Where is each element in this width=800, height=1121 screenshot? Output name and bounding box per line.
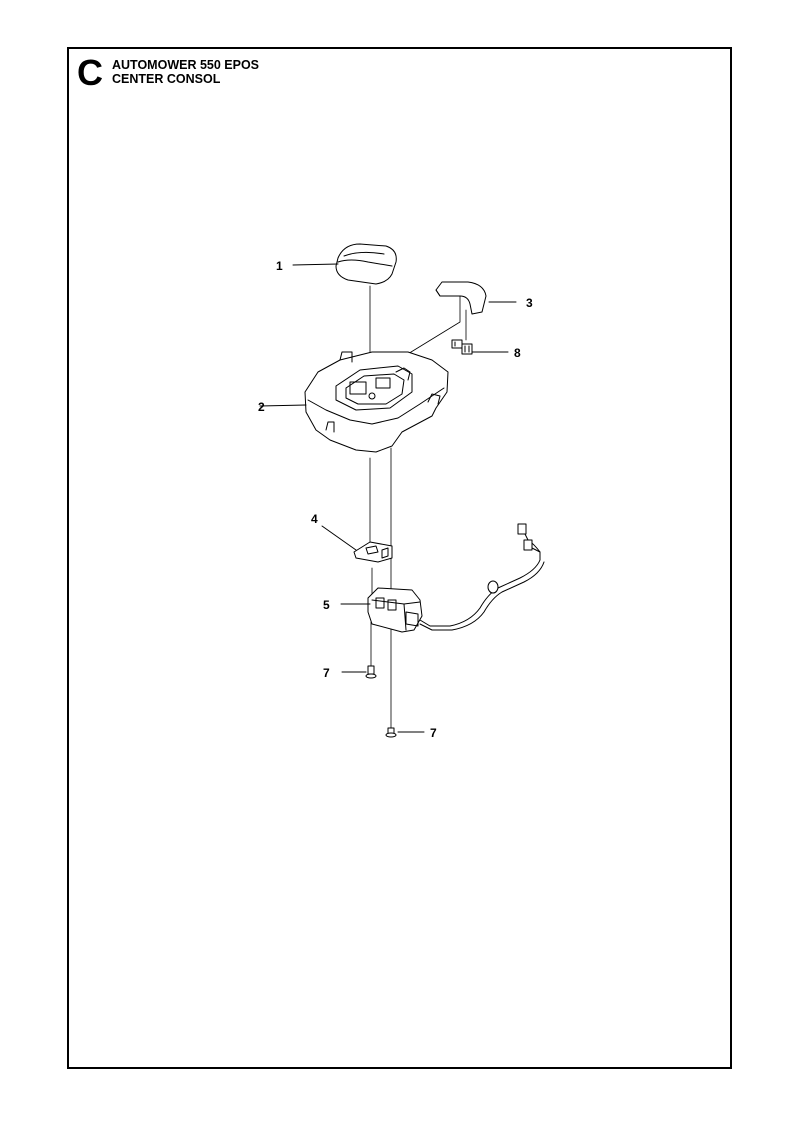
part-7-screw-b [385,727,397,738]
page-title: AUTOMOWER 550 EPOS CENTER CONSOL [112,58,259,86]
callout-4: 4 [311,512,318,526]
leader-lines [259,263,517,733]
callout-2: 2 [258,400,265,414]
callout-7a: 7 [323,666,330,680]
section-letter: C [77,52,103,93]
drawing-frame [67,47,732,1069]
callout-5: 5 [323,598,330,612]
part-5-harness [367,523,545,633]
part-7-screw-a [365,665,377,679]
part-4-switch [353,541,393,563]
callout-numbers: 1 2 3 8 4 5 7 7 [258,259,533,740]
part-3-cover [435,281,487,315]
callout-7b: 7 [430,726,437,740]
part-8-connector [451,339,473,355]
part-2-console-body [304,351,449,453]
assembly-name: CENTER CONSOL [112,72,221,86]
callout-8: 8 [514,346,521,360]
part-1-button-cap [335,243,397,285]
callout-3: 3 [526,296,533,310]
callout-1: 1 [276,259,283,273]
model-name: AUTOMOWER 550 EPOS [112,58,260,72]
